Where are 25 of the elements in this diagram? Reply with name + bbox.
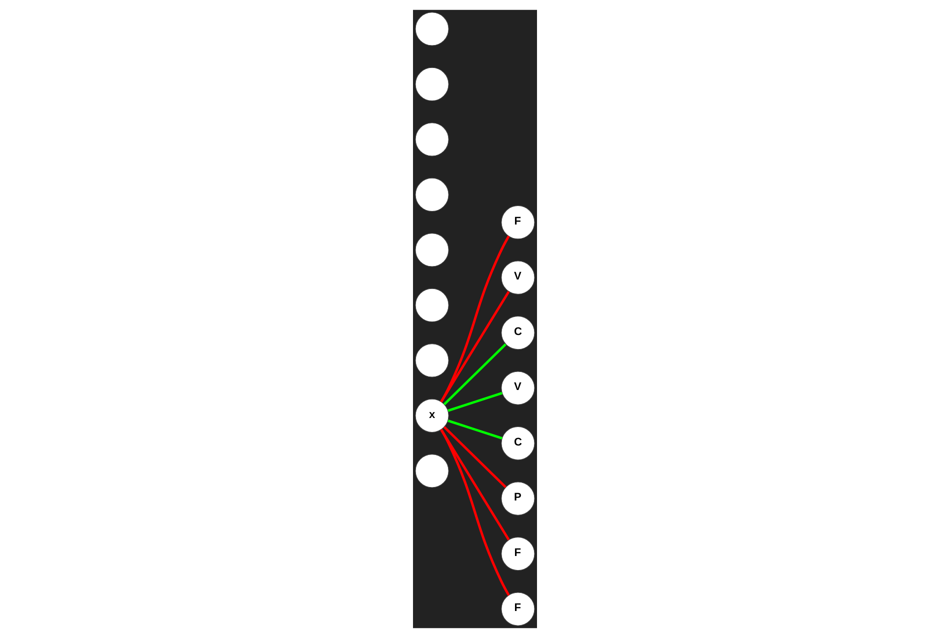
node-circle: F [501, 536, 535, 571]
node-circle: V [501, 260, 535, 294]
node-circle [415, 122, 449, 156]
node-circle [415, 67, 449, 102]
connector [440, 236, 510, 402]
node-circle: x [415, 398, 449, 433]
connector [443, 343, 506, 406]
connector [440, 290, 510, 402]
connector [440, 429, 510, 540]
node-circle: F [501, 592, 535, 626]
connector [440, 428, 510, 596]
node-circle [415, 454, 449, 488]
node-circle [415, 288, 449, 322]
node-circle: V [501, 371, 535, 405]
node-circle: P [501, 482, 535, 516]
node-circle [415, 233, 449, 267]
connector [448, 392, 503, 412]
node-circle: C [501, 316, 535, 350]
node-circle: C [501, 426, 535, 460]
node-circle [415, 12, 449, 46]
node-circle [415, 344, 449, 378]
connector [448, 420, 503, 440]
node-circle: F [501, 205, 535, 240]
node-circle [415, 178, 449, 212]
connector [443, 426, 506, 488]
